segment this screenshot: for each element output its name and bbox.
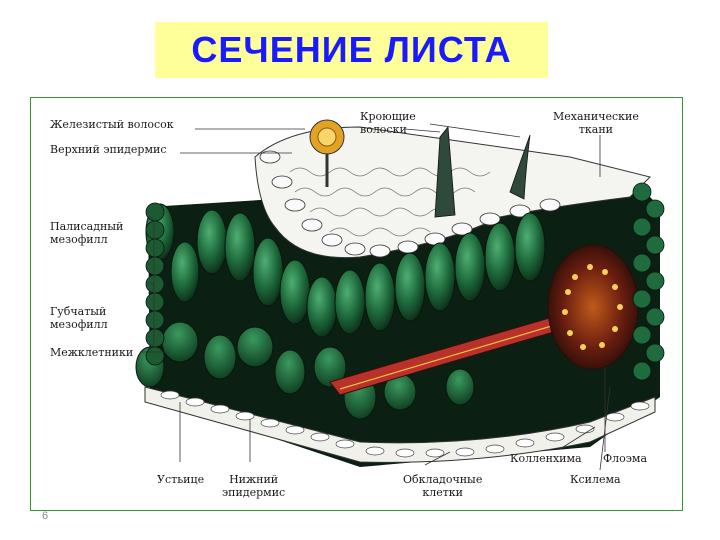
- label-palisade-line1: Палисадный: [50, 220, 124, 233]
- vascular-bundle-shape: [329, 244, 639, 396]
- label-mechanical-line1: Механические: [553, 110, 639, 123]
- label-sheath-line1: Обкладочные: [403, 473, 483, 486]
- label-sheath-cells: Обкладочные клетки: [403, 473, 482, 499]
- label-lower-line1: Нижний: [229, 473, 279, 486]
- label-glandular-hair: Железистый волосок: [50, 118, 174, 131]
- label-xylem: Ксилема: [570, 473, 621, 486]
- label-lower-line2: эпидермис: [222, 486, 286, 499]
- title-banner: СЕЧЕНИЕ ЛИСТА: [155, 22, 548, 78]
- glandular-hair-shape: [309, 119, 345, 187]
- label-mechanical-line2: ткани: [578, 123, 614, 136]
- label-intercellular-spaces: Межклетники: [50, 346, 134, 359]
- label-spongy-mesophyll: Губчатый мезофилл: [50, 305, 108, 331]
- covering-hair-2: [509, 134, 531, 200]
- label-spongy-line2: мезофилл: [50, 318, 108, 331]
- label-upper-epidermis: Верхний эпидермис: [50, 143, 167, 156]
- label-palisade-mesophyll: Палисадный мезофилл: [50, 220, 123, 246]
- label-covering-line1: Кроющие: [360, 110, 416, 123]
- slide-number: 6: [42, 510, 49, 522]
- label-stoma: Устьице: [157, 473, 205, 486]
- label-collenchyma: Колленхима: [510, 452, 582, 465]
- label-sheath-line2: клетки: [422, 486, 463, 499]
- label-covering-hairs: Кроющие волоски: [360, 110, 416, 136]
- leaf-section-illustration: [135, 119, 665, 471]
- label-phloem: Флоэма: [603, 452, 648, 465]
- label-covering-line2: волоски: [360, 123, 407, 136]
- label-spongy-line1: Губчатый: [50, 305, 107, 318]
- label-palisade-line2: мезофилл: [50, 233, 108, 246]
- label-mechanical-tissues: Механические ткани: [553, 110, 639, 136]
- label-lower-epidermis: Нижний эпидермис: [222, 473, 285, 499]
- page-title: СЕЧЕНИЕ ЛИСТА: [191, 29, 512, 70]
